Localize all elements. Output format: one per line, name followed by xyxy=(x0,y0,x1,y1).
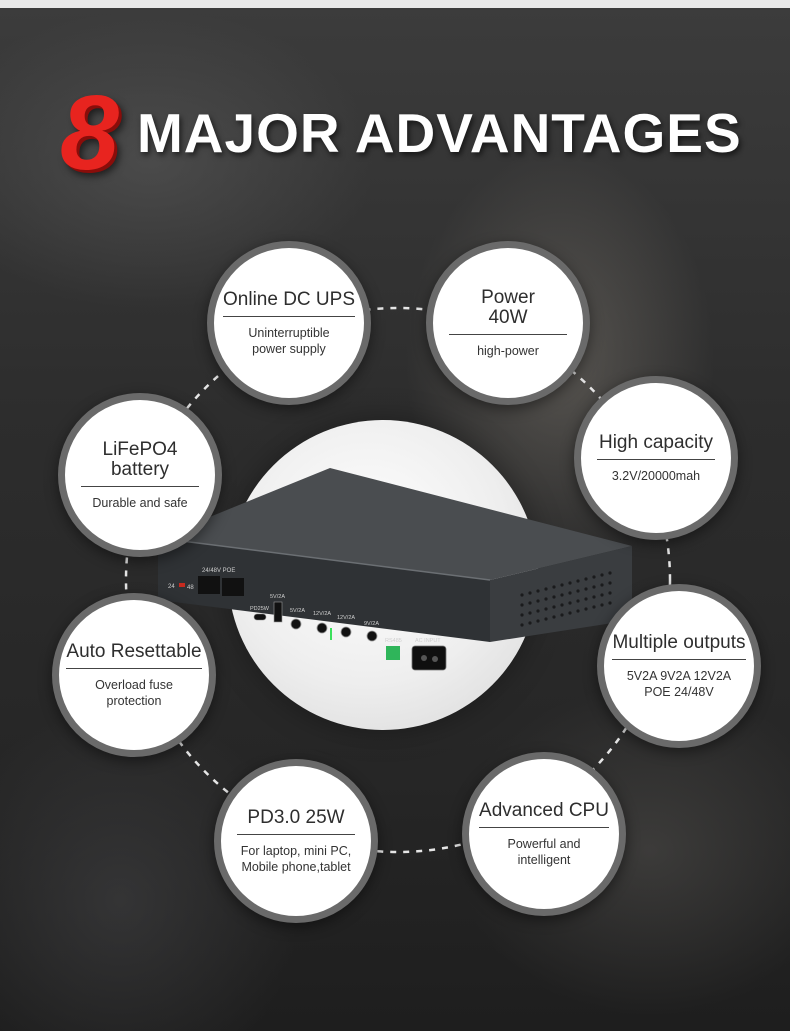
dc4-label: 9V/2A xyxy=(364,621,379,627)
feature-heading: Multiple outputs xyxy=(612,632,746,660)
feature-auto-resettable: Auto Resettable Overload fuse protection xyxy=(52,593,216,757)
feature-heading: Auto Resettable xyxy=(66,641,202,669)
device-front xyxy=(158,538,490,642)
feature-high-capacity: High capacity 3.2V/20000mah xyxy=(574,376,738,540)
pd-label: PD25W xyxy=(250,606,270,612)
dc-port-1 xyxy=(290,618,302,630)
feature-power-40w: Power 40W high-power xyxy=(426,241,590,405)
dc3-label: 12V/2A xyxy=(337,615,355,621)
dc2-label: 12V/2A xyxy=(313,611,331,617)
device-top xyxy=(158,468,632,580)
usb-a-port xyxy=(273,601,283,623)
switch-48-label: 48 xyxy=(187,585,194,591)
title-text: MAJOR ADVANTAGES xyxy=(136,101,742,164)
feature-sub: 3.2V/20000mah xyxy=(611,468,701,483)
dc-port-4 xyxy=(366,630,378,642)
switch-24-label: 24 xyxy=(168,584,175,590)
usb-c-port xyxy=(253,613,267,621)
feature-sub: For laptop, mini PC, Mobile phone,tablet xyxy=(240,843,352,874)
feature-heading: LiFePO4 battery xyxy=(81,439,199,487)
dc-port-3 xyxy=(340,626,352,638)
feature-lifepo4-battery: LiFePO4 battery Durable and safe xyxy=(58,393,222,557)
usb-label: 5V/2A xyxy=(270,594,285,600)
feature-heading: Power 40W xyxy=(449,287,567,335)
title-number: 8 xyxy=(60,74,119,192)
device-edge xyxy=(157,537,491,581)
feature-heading: Advanced CPU xyxy=(479,800,609,828)
rs485-label: RS485 xyxy=(385,638,402,644)
feature-advanced-cpu: Advanced CPU Powerful and intelligent xyxy=(462,752,626,916)
poe-port-2 xyxy=(222,578,244,596)
feature-online-dc-ups: Online DC UPS Uninterruptible power supp… xyxy=(207,241,371,405)
feature-sub: Uninterruptible power supply xyxy=(248,325,330,356)
poe-port-1 xyxy=(198,576,220,594)
feature-sub: Powerful and intelligent xyxy=(507,836,581,867)
feature-heading: High capacity xyxy=(597,432,715,460)
ac-input-port xyxy=(411,645,447,671)
status-led xyxy=(330,628,332,640)
voltage-switch xyxy=(179,583,185,587)
rs485-terminal xyxy=(386,646,400,660)
ac-label: AC INPUT xyxy=(415,638,441,644)
dc1-label: 5V/2A xyxy=(290,608,305,614)
dashed-circle xyxy=(124,306,672,854)
feature-sub: high-power xyxy=(477,343,539,358)
feature-heading: PD3.0 25W xyxy=(237,807,355,835)
front-ports: 24/48V POE 24 48 PD25W 5V/2A 5V/2A 12V/2… xyxy=(168,568,447,671)
dc-port-2 xyxy=(316,622,328,634)
feature-multiple-outputs: Multiple outputs 5V2A 9V2A 12V2A POE 24/… xyxy=(597,584,761,748)
ups-device-image: 24/48V POE 24 48 PD25W 5V/2A 5V/2A 12V/2… xyxy=(157,468,632,671)
feature-heading: Online DC UPS xyxy=(223,289,355,317)
feature-sub: Durable and safe xyxy=(92,495,188,510)
feature-sub: Overload fuse protection xyxy=(95,677,173,708)
vent-holes xyxy=(520,571,612,627)
page-title: 8 MAJOR ADVANTAGES xyxy=(60,78,760,188)
poe-label: 24/48V POE xyxy=(202,568,235,574)
feature-pd3-25w: PD3.0 25W For laptop, mini PC, Mobile ph… xyxy=(214,759,378,923)
feature-sub: 5V2A 9V2A 12V2A POE 24/48V xyxy=(626,668,732,699)
